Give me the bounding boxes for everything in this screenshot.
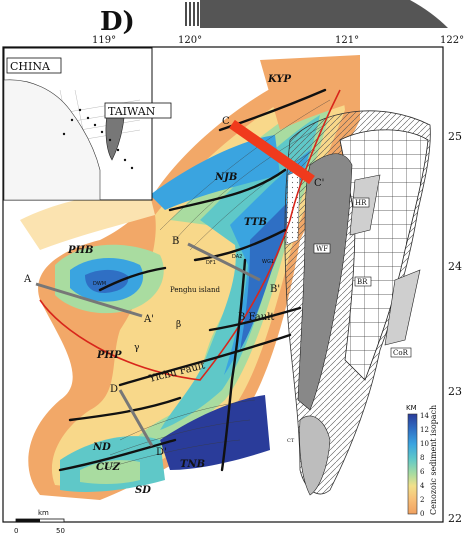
label-wg1: WG1 [262, 259, 274, 265]
label-beta: β [176, 320, 181, 330]
profile-a-line [35, 282, 143, 318]
profile-c-line [229, 119, 315, 185]
label-penghu: Penghu island [170, 286, 221, 294]
inset-label-china: CHINA [10, 60, 51, 73]
geology-labels: WF HR BR CoR CT [287, 197, 412, 444]
colorbar-ticks: 14 12 10 8 6 4 2 0 [420, 412, 429, 518]
cb-tick-14: 14 [420, 412, 429, 420]
scale-bar: km 0 50 [14, 509, 65, 535]
label-d: D [110, 384, 118, 395]
tick-marks [185, 2, 199, 26]
scale-zero: 0 [14, 527, 18, 535]
lon-121: 121° [335, 35, 359, 46]
label-b-end: B' [270, 284, 280, 295]
isopach-contours [99, 99, 331, 471]
label-ct: CT [287, 438, 295, 444]
label-br: BR [357, 278, 368, 286]
lat-23: 23 [448, 385, 462, 398]
colorbar: KM 14 12 10 8 6 4 2 0 Cenozoic sediment … [406, 404, 438, 518]
taiwan-land [284, 110, 431, 496]
region-njb: NJB [214, 172, 237, 183]
lon-120: 120° [178, 35, 202, 46]
label-df1: DF1 [206, 260, 216, 266]
region-ttb: TTB [244, 217, 267, 228]
red-boundary [39, 89, 341, 381]
lat-25: 25 [448, 130, 462, 143]
inset-points [62, 108, 134, 170]
inset-label-taiwan: TAIWAN [108, 105, 156, 118]
cb-tick-6: 6 [420, 468, 425, 476]
region-php: PHP [96, 350, 122, 361]
panel-label: D) [100, 7, 135, 37]
label-wf: WF [316, 245, 328, 253]
label-gamma: γ [134, 343, 139, 353]
cb-tick-8: 8 [420, 454, 424, 462]
colorbar-ramp [407, 413, 418, 515]
scale-unit: km [38, 509, 49, 517]
region-cuz: CUZ [96, 462, 121, 473]
label-cor: CoR [393, 349, 409, 357]
label-da2: DA2 [232, 254, 242, 260]
cb-tick-4: 4 [420, 482, 425, 490]
region-phb: PHB [67, 245, 93, 256]
lon-119: 119° [92, 35, 116, 46]
inset-map: CHINA TAIWAN [3, 47, 172, 201]
profile-lines [35, 242, 261, 447]
cb-tick-10: 10 [420, 440, 429, 448]
region-tnb: TNB [180, 459, 205, 470]
region-sd: SD [135, 485, 151, 496]
profile-d-line [118, 389, 154, 447]
cb-tick-0: 0 [420, 510, 424, 518]
yichu-fault-line [118, 333, 292, 387]
cb-tick-2: 2 [420, 496, 424, 504]
label-penghu-text: Penghu island [170, 286, 221, 294]
colorbar-title: Cenozoic sediment isopach [429, 405, 438, 515]
top-strip: D) [100, 0, 448, 37]
top-strip-fill [200, 0, 448, 28]
label-dwm: DWM [93, 281, 106, 287]
lat-24: 24 [448, 260, 462, 273]
region-nd: ND [92, 442, 111, 453]
label-b-fault: B Fault [238, 312, 274, 323]
region-labels: KYP NJB TTB PHB PHP ND CUZ SD TNB [67, 74, 292, 496]
faults [58, 88, 327, 472]
profile-b-line [187, 242, 261, 282]
fault-njb [168, 168, 287, 212]
b-fault-line [208, 306, 302, 332]
cb-tick-12: 12 [420, 426, 429, 434]
label-c: C [222, 116, 230, 127]
label-a: A [23, 274, 32, 285]
label-b: B [172, 236, 179, 247]
lon-122: 122° [440, 35, 464, 46]
lat-22: 22 [448, 512, 462, 525]
region-kyp: KYP [267, 74, 292, 85]
lon-labels: 119° 120° 121° 122° [92, 35, 464, 46]
label-hr: HR [355, 199, 367, 207]
label-a-end: A' [143, 314, 154, 325]
label-d-end: D' [156, 447, 167, 458]
label-c-end: C' [314, 178, 324, 189]
colorbar-unit: KM [406, 404, 417, 412]
profile-labels: A A' B B' C C' D D' [23, 116, 324, 458]
lat-labels: 25 24 23 22 [448, 130, 462, 525]
scale-fifty: 50 [56, 527, 65, 535]
